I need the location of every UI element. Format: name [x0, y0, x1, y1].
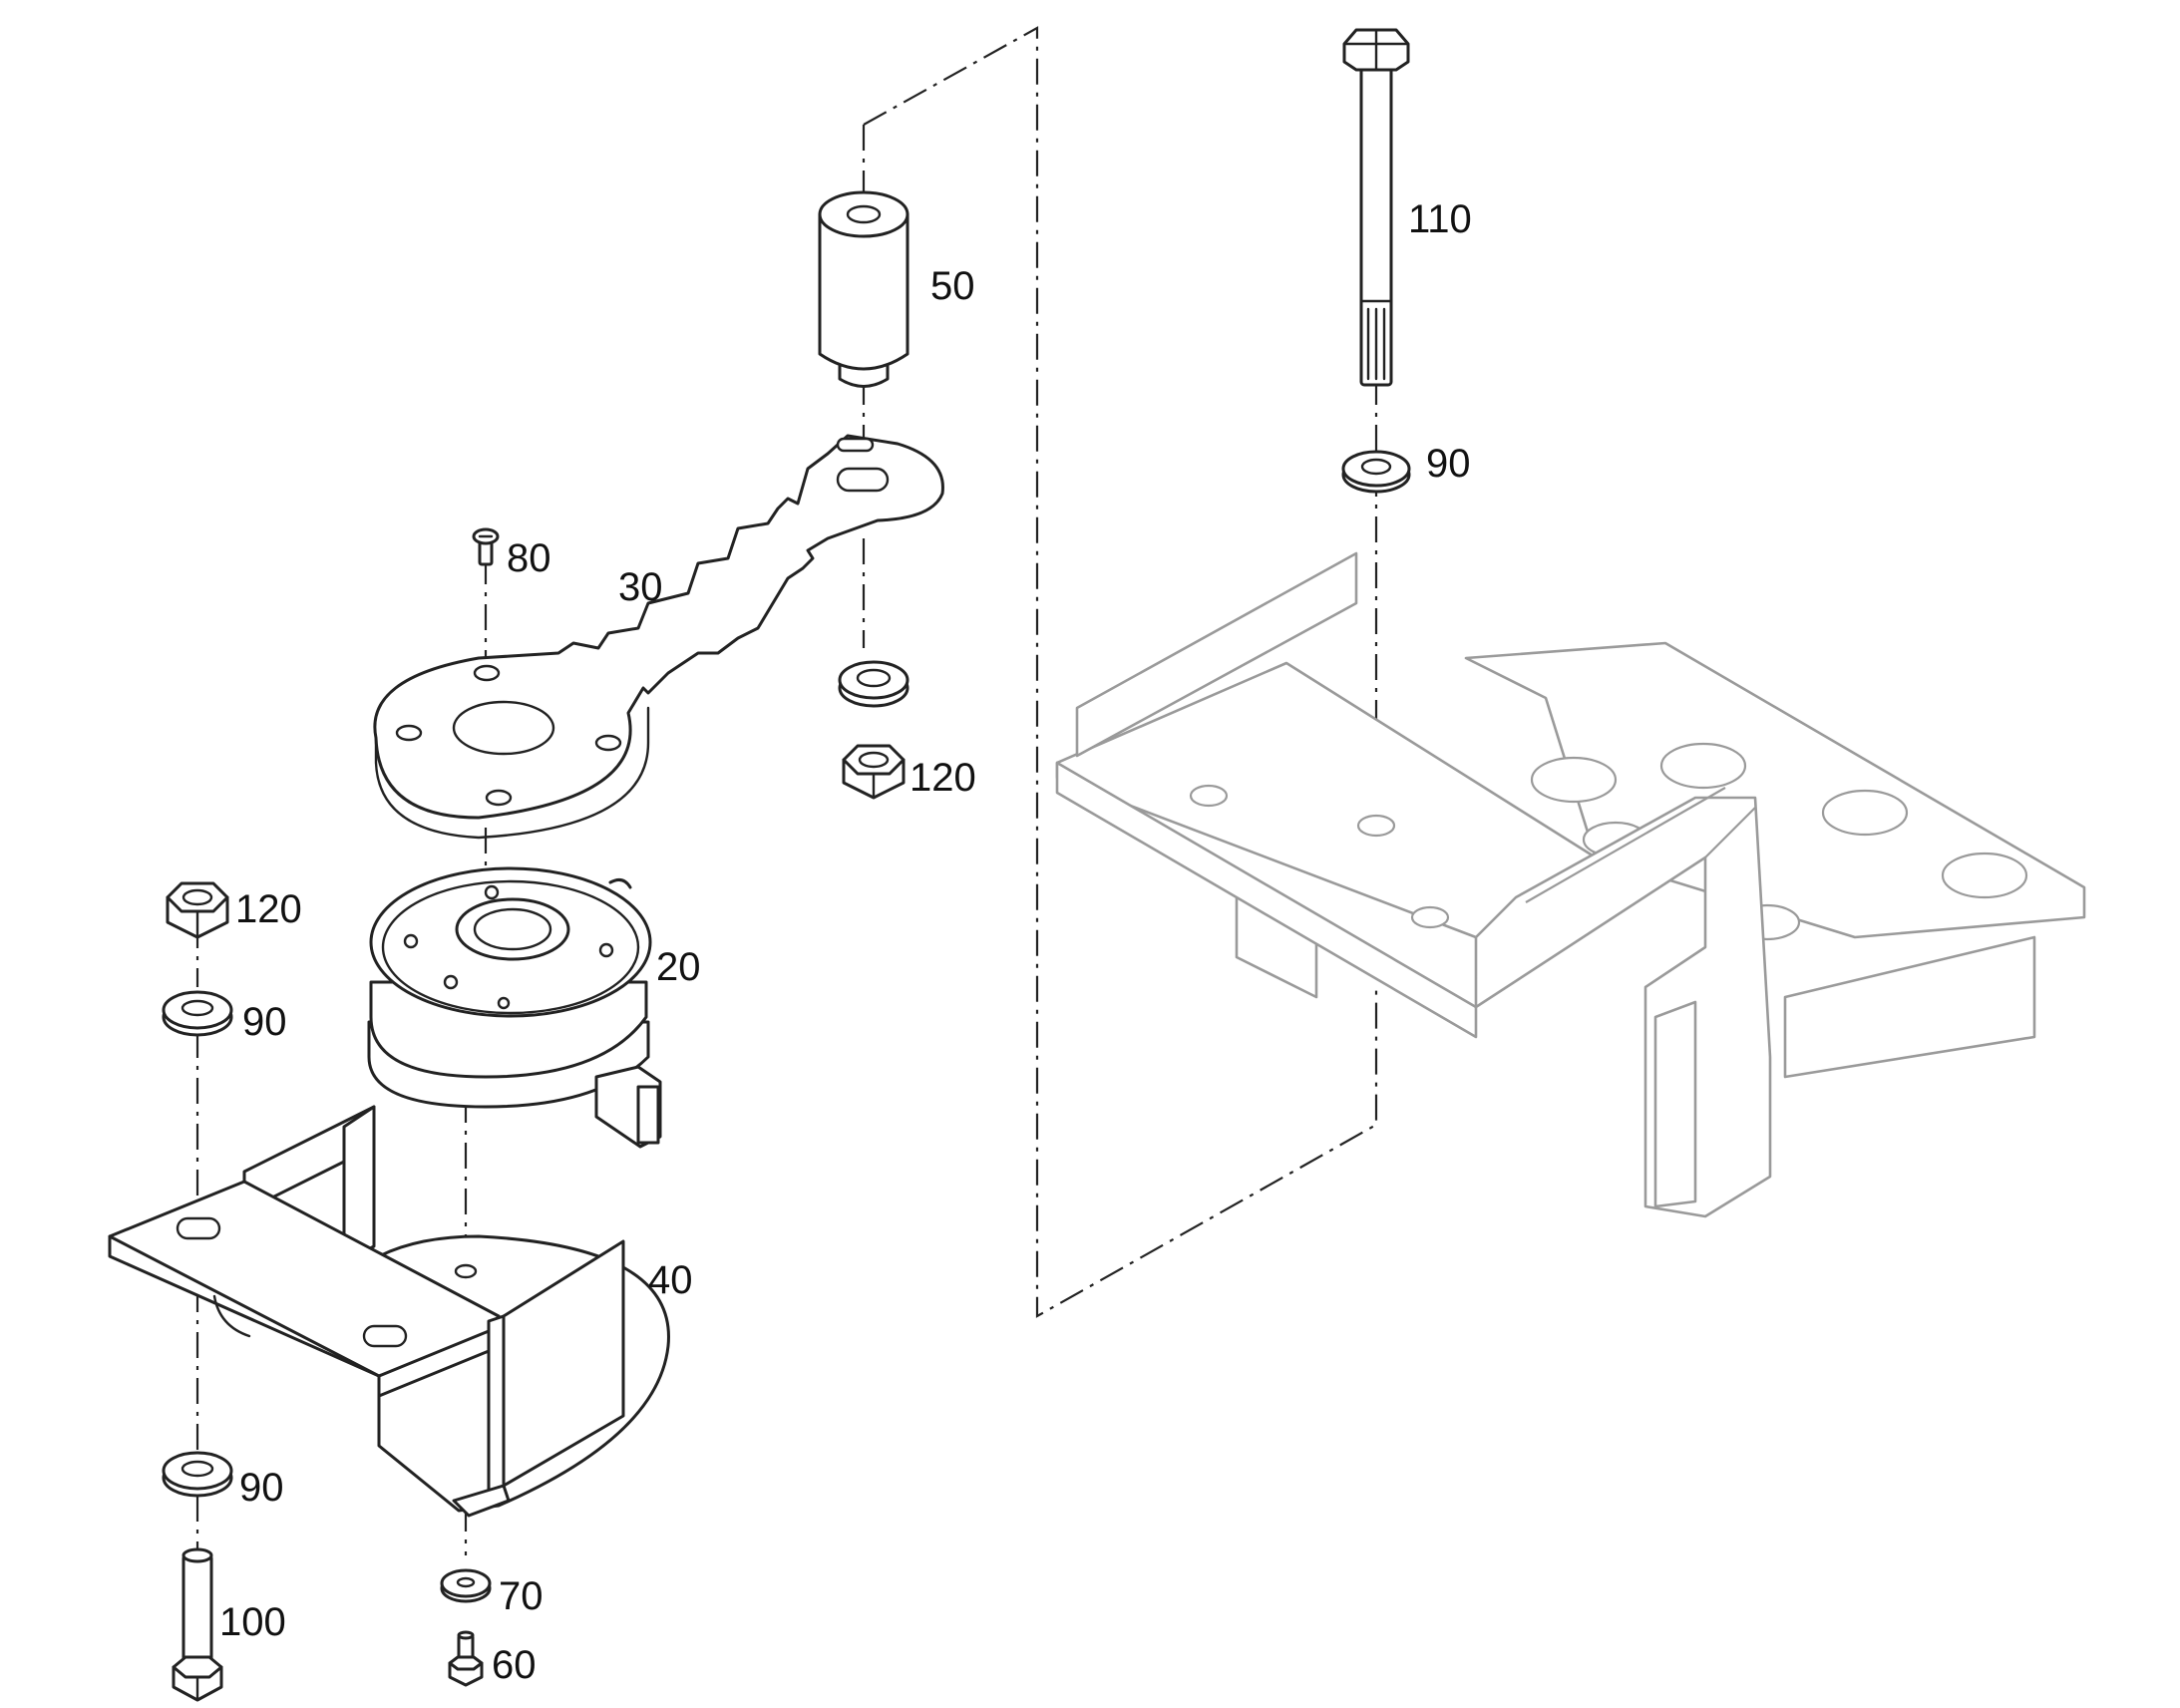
washer-top-right	[838, 660, 909, 708]
nut-120-left	[166, 881, 229, 939]
arm-30	[373, 434, 944, 840]
callout-labels: 110 50 90 80 30 120 120 20 90 40 90 70 1…	[219, 197, 1472, 1687]
bolt-110	[1342, 28, 1410, 387]
washer-90-low	[162, 1451, 233, 1498]
nut-120-top	[842, 744, 906, 800]
screw-80	[472, 527, 500, 566]
washer-90-top	[1341, 450, 1411, 494]
callout-90-top: 90	[1426, 442, 1471, 486]
callout-70: 70	[499, 1574, 544, 1618]
main-frame	[1055, 551, 2086, 1218]
callout-40: 40	[648, 1258, 693, 1302]
callout-110: 110	[1408, 197, 1472, 241]
washer-90-mid	[162, 990, 233, 1037]
callout-120-top: 120	[909, 756, 976, 800]
bracket-40	[108, 1105, 670, 1518]
callout-120-left: 120	[235, 887, 302, 931]
spacer-50	[818, 190, 909, 388]
bolt-100	[172, 1547, 223, 1702]
callout-100: 100	[219, 1600, 286, 1644]
callout-50: 50	[930, 264, 975, 308]
clutch-20	[367, 866, 662, 1149]
callout-20: 20	[656, 945, 701, 989]
washer-70	[440, 1568, 492, 1603]
callout-90-mid: 90	[242, 1000, 287, 1044]
screw-60	[448, 1630, 484, 1687]
callout-60: 60	[492, 1643, 537, 1687]
callout-30: 30	[618, 565, 663, 609]
callout-90-low: 90	[239, 1466, 284, 1510]
callout-80: 80	[507, 536, 551, 580]
